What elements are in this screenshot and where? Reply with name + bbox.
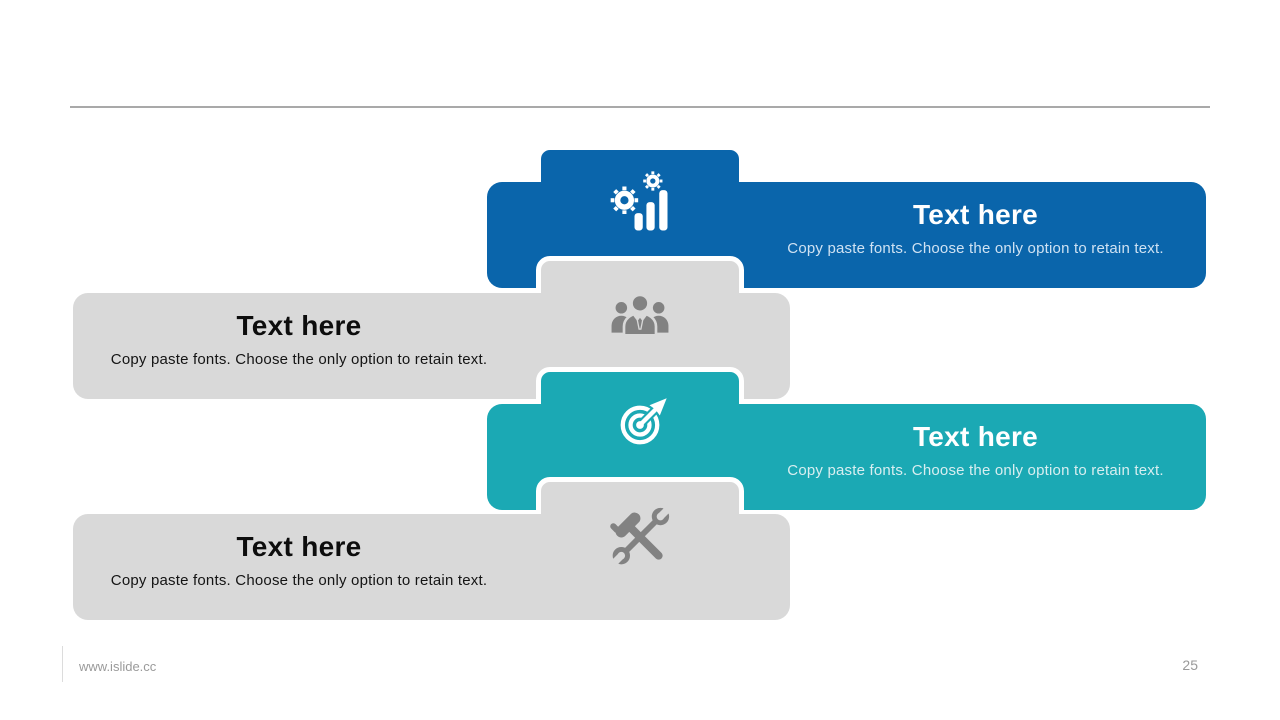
gears-chart-icon <box>588 151 692 255</box>
banner: Text here Copy paste fonts. Choose the o… <box>73 514 790 620</box>
banner-body: Copy paste fonts. Choose the only option… <box>110 572 488 589</box>
banner-text: Text here Copy paste fonts. Choose the o… <box>77 514 521 590</box>
banner-body: Copy paste fonts. Choose the only option… <box>787 240 1164 257</box>
banner-title: Text here <box>236 310 362 341</box>
top-divider-line <box>70 106 1210 108</box>
banner-title: Text here <box>912 421 1039 452</box>
banner-title: Text here <box>236 531 362 562</box>
banner-title: Text here <box>912 199 1039 230</box>
banner-text: Text here Copy paste fonts. Choose the o… <box>77 293 521 369</box>
banner-body: Copy paste fonts. Choose the only option… <box>787 462 1164 479</box>
tools-icon <box>588 485 692 589</box>
banner-body: Copy paste fonts. Choose the only option… <box>110 351 488 368</box>
banner-text: Text here Copy paste fonts. Choose the o… <box>747 404 1204 480</box>
target-icon <box>588 373 692 477</box>
footer-url: www.islide.cc <box>79 659 157 674</box>
page-number: 25 <box>1182 657 1198 673</box>
team-icon <box>588 262 692 366</box>
footer-divider-tick <box>62 646 63 682</box>
banner-text: Text here Copy paste fonts. Choose the o… <box>747 182 1204 258</box>
